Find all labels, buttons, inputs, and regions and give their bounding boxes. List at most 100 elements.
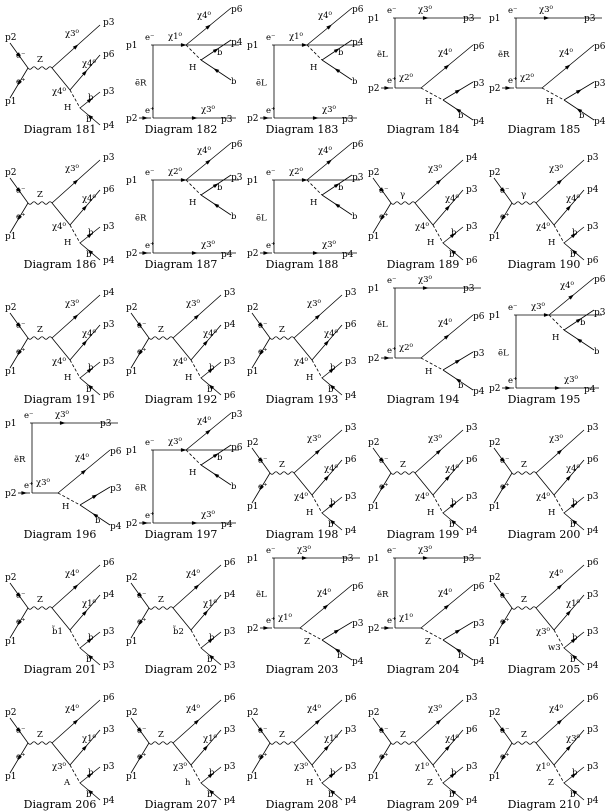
electron-label: e⁻ <box>500 726 510 736</box>
momentum-label: p3 <box>463 554 475 564</box>
neutralino-label: χ3⁰ <box>65 164 80 174</box>
arrow-head <box>136 322 142 329</box>
diagram-caption: Diagram 193 <box>266 393 339 406</box>
positron-label: e⁺ <box>16 617 26 627</box>
quark-label: b <box>352 77 358 87</box>
quark-label: b <box>330 498 336 508</box>
neutralino-label: χ1⁰ <box>82 734 97 744</box>
neutralino-label: χ4⁰ <box>197 11 212 21</box>
boson-label: Z <box>279 730 285 740</box>
electron-label: e⁻ <box>16 186 26 196</box>
scalar-line <box>541 87 565 101</box>
arrow-head <box>449 773 456 779</box>
momentum-label: p3 <box>466 222 478 232</box>
arrow-head <box>92 513 99 519</box>
momentum-label: p3 <box>466 762 478 772</box>
momentum-label: p4 <box>342 250 354 260</box>
arrow-head <box>193 719 200 725</box>
momentum-label: p4 <box>466 526 478 536</box>
neutralino-label: χ4⁰ <box>173 357 188 367</box>
arrow-head <box>329 384 336 390</box>
neutralino-label: χ3⁰ <box>201 510 216 520</box>
momentum-label: p6 <box>352 582 364 592</box>
higgs-label: H <box>185 373 192 383</box>
arrow-head <box>378 457 384 464</box>
momentum-label: p1 <box>126 446 138 456</box>
momentum-label: p2 <box>489 708 501 718</box>
diagram-caption: Diagram 185 <box>508 123 581 136</box>
neutralino-label: χ4⁰ <box>52 222 67 232</box>
selectron-label: ẽL <box>256 78 267 89</box>
scalar-line <box>311 494 323 514</box>
momentum-label: p6 <box>231 140 243 150</box>
momentum-label: p1 <box>489 311 501 321</box>
positron-label: e⁺ <box>16 347 26 357</box>
momentum-label: p3 <box>100 419 112 429</box>
boson-label: Z <box>37 190 43 200</box>
particle-line <box>172 607 192 631</box>
particle-line <box>535 472 555 496</box>
boson-label: Z <box>37 325 43 335</box>
selectron-label: ẽR <box>14 454 26 465</box>
neutralino-label: χ2⁰ <box>399 73 414 83</box>
quark-label: b <box>570 250 576 260</box>
momentum-label: p2 <box>247 708 259 718</box>
momentum-label: p4 <box>103 121 115 131</box>
arrow-head <box>499 727 505 734</box>
momentum-label: p4 <box>466 796 478 806</box>
electron-label: e⁻ <box>387 276 397 286</box>
scalar-line <box>420 87 444 101</box>
neutralino-label: χ3⁰ <box>307 434 322 444</box>
arrow-head <box>205 24 211 30</box>
arrow-head <box>570 638 577 644</box>
scalar-line <box>553 764 565 784</box>
neutralino-label: χ4⁰ <box>52 357 67 367</box>
scalar-line <box>553 494 565 514</box>
arrow-head <box>202 745 209 751</box>
higgs-label: H <box>427 508 434 518</box>
higgs-label: H <box>306 508 313 518</box>
selectron-label: ẽR <box>135 483 147 494</box>
positron-label: e⁺ <box>258 752 268 762</box>
momentum-label: p2 <box>5 303 17 313</box>
momentum-label: p4 <box>345 796 357 806</box>
arrow-head <box>138 349 143 356</box>
boson-line <box>27 741 53 745</box>
neutralino-label: χ4⁰ <box>318 146 333 156</box>
arrow-head <box>333 629 340 634</box>
arrow-head <box>72 44 79 50</box>
momentum-label: p3 <box>345 423 357 433</box>
momentum-label: p2 <box>5 33 17 43</box>
arrow-head <box>435 719 442 725</box>
arrow-head <box>435 449 442 455</box>
diagram-caption: Diagram 196 <box>24 528 97 541</box>
momentum-label: p3 <box>352 173 364 183</box>
scalar-line <box>432 764 444 784</box>
arrow-head <box>314 719 321 725</box>
momentum-label: p4 <box>345 526 357 536</box>
arrow-head <box>568 294 574 300</box>
arrow-head <box>571 249 578 255</box>
arrow-head <box>202 610 209 616</box>
quark-label: b <box>86 655 92 665</box>
arrow-head <box>212 48 219 54</box>
momentum-label: p4 <box>352 657 364 667</box>
neutralino-label: χ3⁰ <box>564 375 579 385</box>
selectron-label: ẽL <box>377 49 388 60</box>
electron-label: e⁻ <box>16 51 26 61</box>
momentum-label: p1 <box>368 232 380 242</box>
higgs-label: H <box>189 63 196 73</box>
boson-label: Z <box>158 595 164 605</box>
arrow-head <box>142 116 149 120</box>
electron-label: e⁻ <box>500 456 510 466</box>
arrow-head <box>202 340 209 346</box>
arrow-head <box>259 754 264 761</box>
arrow-head <box>208 384 215 390</box>
momentum-label: p6 <box>466 455 478 465</box>
momentum-label: p3 <box>587 492 599 502</box>
